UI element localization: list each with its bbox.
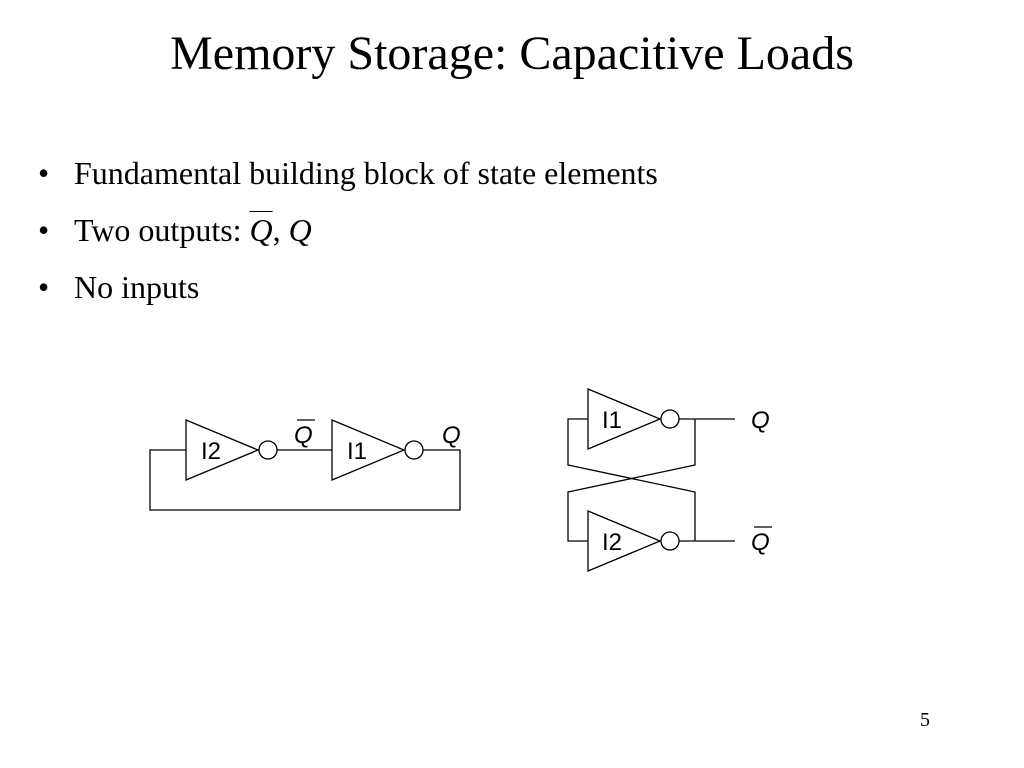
q-symbol: Q bbox=[288, 212, 312, 248]
label-i1-right: I1 bbox=[602, 407, 622, 434]
inverter-i2-bubble bbox=[258, 440, 278, 460]
inverter-i1-triangle bbox=[331, 419, 406, 481]
slide-title: Memory Storage: Capacitive Loads bbox=[170, 27, 854, 80]
label-q-left: Q bbox=[442, 422, 461, 449]
inverter-i1-triangle-right bbox=[587, 388, 662, 450]
bullet-item-2: • Two outputs: Q, Q bbox=[38, 202, 658, 259]
inverter-i1-bubble-right bbox=[660, 409, 680, 429]
q-bar-symbol: Q bbox=[249, 212, 273, 248]
bullet-dot: • bbox=[38, 212, 50, 248]
inverter-i2-bubble-right bbox=[660, 531, 680, 551]
bullet-separator: , bbox=[272, 212, 289, 248]
right-cross-coupled-latch bbox=[567, 388, 735, 572]
bullet-item-1: • Fundamental building block of state el… bbox=[38, 145, 658, 202]
bullet-dot: • bbox=[38, 269, 50, 305]
label-i2-left: I2 bbox=[201, 438, 221, 465]
inverter-i2-triangle-right bbox=[587, 510, 662, 572]
inverter-i1-bubble bbox=[404, 440, 424, 460]
bullet-list: • Fundamental building block of state el… bbox=[38, 145, 658, 316]
label-q-right: Q bbox=[751, 407, 770, 434]
cross-wire-b bbox=[567, 419, 696, 542]
bullet-text: No inputs bbox=[74, 269, 200, 305]
inverter-i2-triangle bbox=[185, 419, 260, 481]
bullet-dot: • bbox=[38, 155, 50, 191]
bullet-item-3: • No inputs bbox=[38, 259, 658, 316]
label-i1-left: I1 bbox=[347, 438, 367, 465]
label-q-bar-left: Q bbox=[294, 422, 313, 449]
bullet-prefix: Two outputs: bbox=[74, 212, 250, 248]
bullet-text: Fundamental building block of state elem… bbox=[74, 155, 658, 191]
page-number: 5 bbox=[920, 709, 930, 731]
label-q-bar-right: Q bbox=[751, 529, 770, 556]
left-ring-latch bbox=[149, 419, 461, 511]
cross-wire-a bbox=[567, 418, 696, 541]
label-i2-right: I2 bbox=[602, 529, 622, 556]
feedback-wire bbox=[149, 449, 461, 511]
